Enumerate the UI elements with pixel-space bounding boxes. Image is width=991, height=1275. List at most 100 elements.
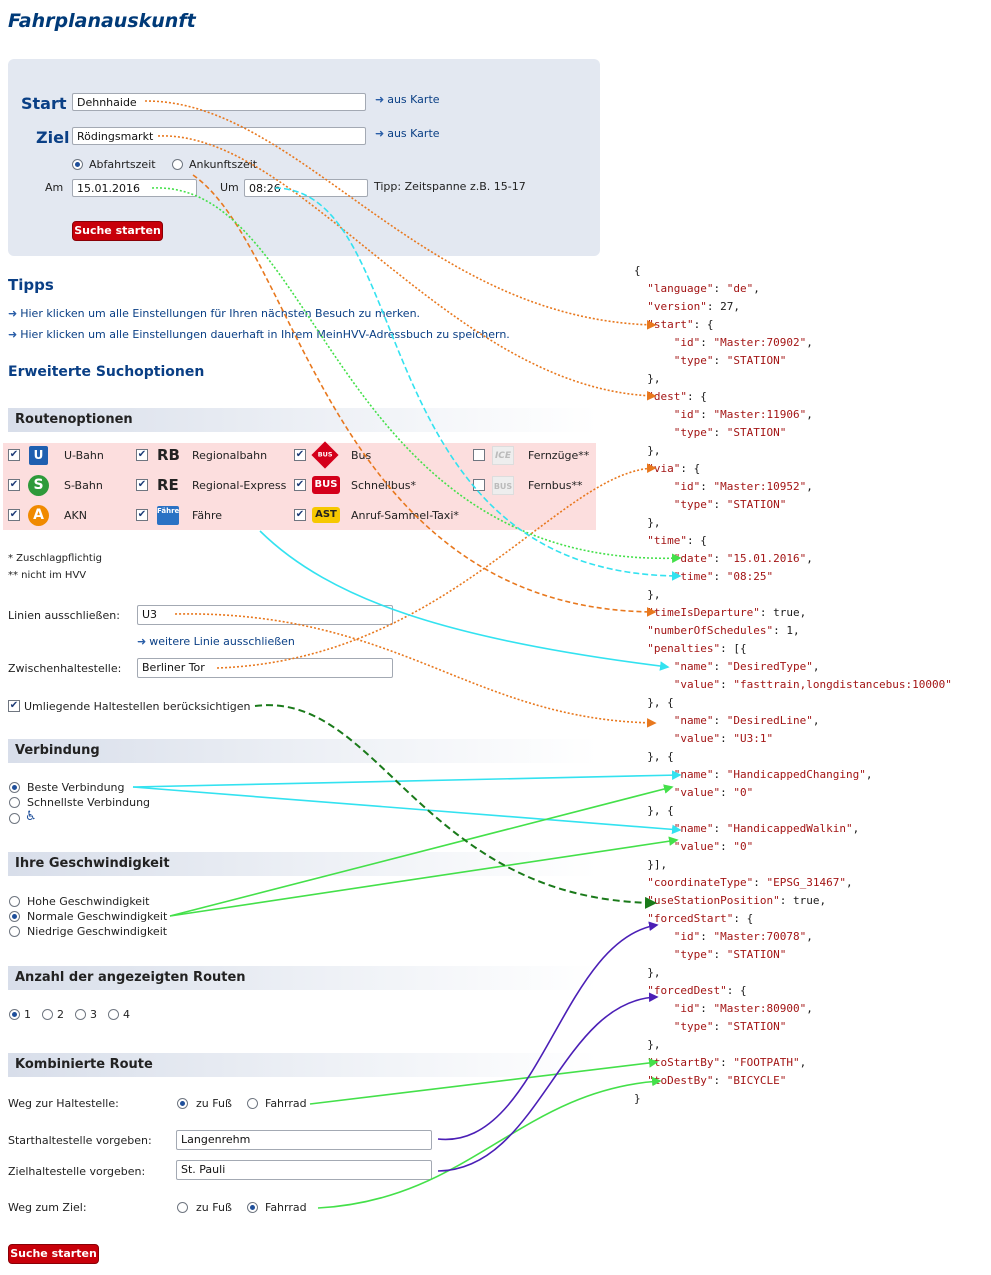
label-bus: Bus <box>351 449 372 462</box>
start-label: Start <box>21 94 67 113</box>
time-input[interactable]: 08:26 <box>244 179 368 197</box>
checkbox-ubahn[interactable]: ✔ <box>8 449 20 461</box>
ast-icon: AST <box>312 507 340 523</box>
radio-count-1[interactable] <box>9 1009 20 1020</box>
json-request-panel: { "language": "de", "version": 27, "star… <box>634 262 952 1108</box>
akn-icon: A <box>28 505 49 526</box>
dest-stop-input[interactable]: St. Pauli <box>176 1160 432 1180</box>
json-line: }, <box>634 444 661 457</box>
label-speed-high: Hohe Geschwindigkeit <box>27 895 150 908</box>
checkbox-fernzuege[interactable] <box>473 449 485 461</box>
label-count-3: 3 <box>90 1008 97 1021</box>
arrow-forced-start <box>437 921 659 1140</box>
radio-to-stop-foot[interactable] <box>177 1098 188 1109</box>
via-input[interactable]: Berliner Tor <box>137 658 393 678</box>
json-line: "value": "0" <box>673 840 754 853</box>
radio-count-4[interactable] <box>108 1009 119 1020</box>
json-line: "name": "HandicappedWalkin", <box>673 822 860 835</box>
json-line: "toStartBy": "FOOTPATH", <box>647 1056 807 1069</box>
start-stop-input[interactable]: Langenrehm <box>176 1130 432 1150</box>
checkbox-sbahn[interactable]: ✔ <box>8 479 20 491</box>
checkbox-bus[interactable]: ✔ <box>294 449 306 461</box>
tip-link-save[interactable]: ➜Hier klicken um alle Einstellungen daue… <box>8 328 510 341</box>
json-line: "value": "fasttrain,longdistancebus:1000… <box>673 678 952 691</box>
sbahn-icon: S <box>28 475 49 496</box>
start-map-link[interactable]: ➜aus Karte <box>375 93 440 106</box>
json-line: "dest": { <box>647 390 707 403</box>
radio-to-stop-bike[interactable] <box>247 1098 258 1109</box>
dest-stop-label: Zielhaltestelle vorgeben: <box>8 1165 146 1178</box>
footnote-surcharge: * Zuschlagpflichtig <box>8 553 102 564</box>
ziel-input[interactable]: Rödingsmarkt <box>72 127 366 145</box>
radio-best[interactable] <box>9 782 20 793</box>
radio-fastest[interactable] <box>9 797 20 808</box>
date-input[interactable]: 15.01.2016 <box>72 179 197 197</box>
arrival-radio[interactable] <box>172 159 183 170</box>
search-button[interactable]: Suche starten <box>72 221 163 241</box>
checkbox-akn[interactable]: ✔ <box>8 509 20 521</box>
checkbox-nearby[interactable]: ✔ <box>8 700 20 712</box>
json-line: }, { <box>634 804 674 817</box>
radio-wheelchair[interactable] <box>9 813 20 824</box>
label-best: Beste Verbindung <box>27 781 125 794</box>
json-line: "numberOfSchedules": 1, <box>647 624 800 637</box>
radio-to-dest-foot[interactable] <box>177 1202 188 1213</box>
radio-speed-low[interactable] <box>9 926 20 937</box>
label-count-2: 2 <box>57 1008 64 1021</box>
json-line: "penalties": [{ <box>647 642 747 655</box>
radio-count-2[interactable] <box>42 1009 53 1020</box>
arrow-to-start <box>309 1058 659 1105</box>
wheelchair-icon: ♿ <box>25 809 37 824</box>
json-line: "id": "Master:80900", <box>673 1002 813 1015</box>
nearby-label: Umliegende Haltestellen berücksichtigen <box>24 700 251 713</box>
json-line: "toDestBy": "BICYCLE" <box>647 1074 787 1087</box>
page-title: Fahrplanauskunft <box>8 10 196 32</box>
label-fernbus: Fernbus** <box>528 479 583 492</box>
tip-link-remember[interactable]: ➜Hier klicken um alle Einstellungen für … <box>8 307 421 320</box>
checkbox-schnellbus[interactable]: ✔ <box>294 479 306 491</box>
to-dest-label: Weg zum Ziel: <box>8 1201 87 1214</box>
arrow-forced-dest <box>437 992 659 1172</box>
departure-radio[interactable] <box>72 159 83 170</box>
radio-to-dest-bike[interactable] <box>247 1202 258 1213</box>
connection-bar: Verbindung <box>8 739 598 763</box>
json-line: "name": "DesiredLine", <box>673 714 820 727</box>
label-fastest: Schnellste Verbindung <box>27 796 151 809</box>
exclude-lines-input[interactable]: U3 <box>137 605 393 625</box>
arrow-to-dest <box>317 1076 662 1209</box>
start-stop-label: Starthaltestelle vorgeben: <box>8 1134 152 1147</box>
json-line: "type": "STATION" <box>673 426 787 439</box>
time-label: Um <box>220 181 239 194</box>
ubahn-icon: U <box>29 446 48 465</box>
checkbox-faehre[interactable]: ✔ <box>136 509 148 521</box>
extended-heading: Erweiterte Suchoptionen <box>8 364 205 380</box>
json-line: "id": "Master:11906", <box>673 408 813 421</box>
search-button-bottom[interactable]: Suche starten <box>8 1244 99 1264</box>
checkbox-ast[interactable]: ✔ <box>294 509 306 521</box>
checkbox-regionalbahn[interactable]: ✔ <box>136 449 148 461</box>
ziel-map-link[interactable]: ➜aus Karte <box>375 127 440 140</box>
arrow-right-icon: ➜ <box>137 635 147 648</box>
json-line: }, <box>634 372 661 385</box>
label-to-dest-bike: Fahrrad <box>265 1201 307 1214</box>
label-count-1: 1 <box>24 1008 31 1021</box>
exclude-more-link[interactable]: ➜weitere Linie ausschließen <box>137 635 295 648</box>
arrow-types <box>259 530 670 671</box>
json-line: "type": "STATION" <box>673 948 787 961</box>
label-regional-express: Regional-Express <box>192 479 287 492</box>
speed-bar: Ihre Geschwindigkeit <box>8 852 598 876</box>
start-input[interactable]: Dehnhaide <box>72 93 366 111</box>
arrow-nearby <box>254 704 657 909</box>
checkbox-regional-express[interactable]: ✔ <box>136 479 148 491</box>
re-icon: RE <box>157 476 179 494</box>
radio-speed-high[interactable] <box>9 896 20 907</box>
arrow-right-icon: ➜ <box>375 127 385 140</box>
label-ubahn: U-Bahn <box>64 449 104 462</box>
radio-speed-normal[interactable] <box>9 911 20 922</box>
label-faehre: Fähre <box>192 509 223 522</box>
radio-count-3[interactable] <box>75 1009 86 1020</box>
arrow-date <box>151 187 682 564</box>
exclude-lines-label: Linien ausschließen: <box>8 609 120 622</box>
label-regionalbahn: Regionalbahn <box>192 449 268 462</box>
